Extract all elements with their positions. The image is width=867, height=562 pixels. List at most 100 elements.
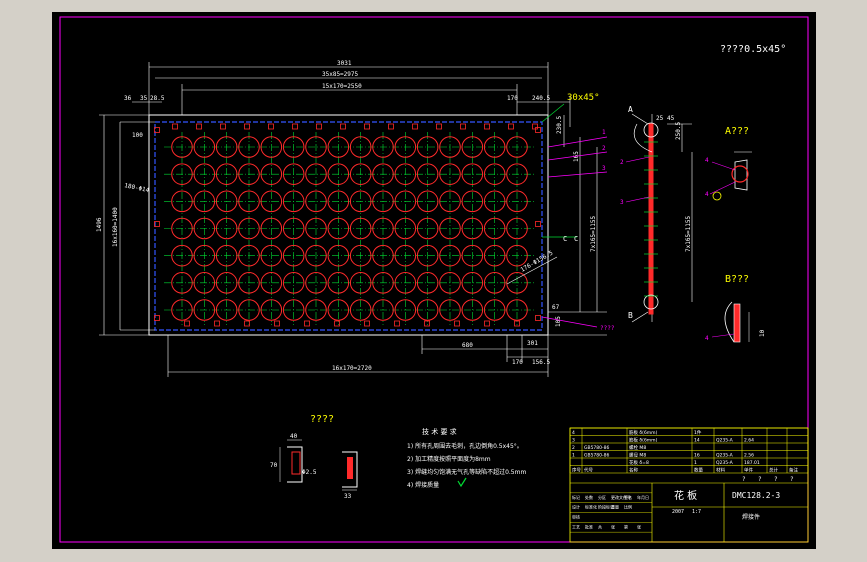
drawing-frame — [59, 16, 809, 543]
plate-hole — [215, 190, 238, 213]
plate-hole — [349, 244, 372, 267]
plate-hole — [483, 244, 506, 267]
plate-hole — [439, 163, 461, 185]
parts-cell: 筋板 δ(6mm) — [629, 437, 658, 444]
plate-hole — [282, 299, 305, 321]
top-dimensions — [132, 62, 571, 127]
detail-a[interactable]: A??? — [709, 126, 752, 201]
pad-square-top — [172, 123, 178, 130]
title-q-mark: ? — [742, 476, 746, 483]
plate-hole — [394, 272, 417, 294]
plate-hole — [327, 244, 350, 267]
plate-hole — [372, 244, 394, 267]
plate-hole — [327, 272, 350, 294]
plate-hole — [238, 244, 260, 267]
plate-hole — [461, 272, 484, 294]
pad-square-top — [196, 123, 202, 130]
side-dim-45: 45 — [667, 115, 675, 122]
plate-hole — [238, 217, 260, 240]
plate-hole — [238, 272, 260, 294]
plate-hole — [461, 136, 484, 158]
plate-hole — [416, 190, 439, 213]
section-dim-70: 70 — [270, 462, 278, 469]
left-dimensions — [99, 114, 155, 336]
plate-hole — [260, 272, 283, 294]
pad-square-top — [460, 123, 466, 130]
pad-square-top — [532, 123, 538, 130]
section-detail-title: ???? — [310, 414, 334, 425]
plate-hole — [238, 190, 260, 213]
pad-square-top — [364, 123, 370, 130]
plate-hole — [193, 136, 216, 158]
drawing-sheet[interactable]: ????0.5x45° — [52, 12, 816, 549]
balloon-leaders-right — [547, 136, 608, 178]
dim-top-pitch-85: 35x85=2975 — [322, 71, 359, 78]
plate-hole — [461, 217, 484, 240]
title-left-cell: 分区 — [598, 494, 606, 500]
parts-cell: 2.64 — [744, 438, 754, 444]
dim-top-28: 28.5 — [150, 95, 165, 102]
pad-square-top — [436, 123, 442, 130]
plate-hole — [416, 217, 439, 240]
plate-hole — [215, 136, 238, 158]
plate-hole — [171, 217, 193, 240]
plate-hole — [260, 299, 283, 321]
side-view-detail-a-arc — [633, 123, 653, 153]
plate-hole — [394, 244, 417, 267]
plate-outline — [148, 114, 549, 336]
balloon-2: 2 — [602, 145, 606, 152]
title-date: 2007 — [672, 509, 684, 515]
pad-square-edge — [535, 221, 541, 227]
hole-callout: 176-Φ156.5 — [520, 249, 555, 273]
parts-cell: 3 — [572, 438, 575, 444]
parts-cell: 4 — [572, 430, 575, 436]
plate-top-view[interactable] — [148, 114, 549, 336]
parts-cell: GB5780-86 — [584, 445, 610, 451]
plate-hole — [238, 163, 260, 185]
plate-hole — [506, 190, 528, 213]
parts-cell: Q235-A — [716, 438, 734, 444]
plate-hole — [461, 299, 484, 321]
section-marker-c: C — [563, 235, 567, 243]
plate-hole — [461, 190, 484, 213]
plate-hole — [372, 190, 394, 213]
detail-b-arc — [724, 301, 735, 343]
pad-square-top — [220, 123, 226, 130]
plate-hole — [305, 272, 327, 294]
dim-top-pitch-170: 15x170=2550 — [322, 83, 362, 90]
plate-hole — [282, 136, 305, 158]
section-detail[interactable]: ???? — [279, 414, 358, 491]
plate-hole — [171, 244, 193, 267]
plate-hole — [349, 190, 372, 213]
dim-bottom-2720: 16x170=2720 — [332, 365, 372, 372]
plate-hole — [171, 272, 193, 294]
title-left-cell: 阶段标记 — [598, 504, 614, 510]
section-dim-33: 33 — [344, 493, 352, 500]
plate-hole — [439, 299, 461, 321]
plate-hole — [282, 272, 305, 294]
drawing-canvas[interactable]: ????0.5x45° — [52, 12, 816, 549]
plate-hole — [394, 136, 417, 158]
title-left-cell: 比例 — [624, 504, 632, 510]
plate-hole — [282, 217, 305, 240]
plate-hole — [171, 136, 193, 158]
pad-square-bottom — [304, 320, 310, 327]
parts-header-cell: 单件 — [744, 467, 753, 474]
detail-a-balloon-1: 4 — [705, 157, 709, 164]
plate-hole — [215, 217, 238, 240]
parts-cell: 螺栓 M8 — [629, 444, 646, 451]
parts-cell: 螺母 M8 — [629, 452, 646, 459]
plate-hole — [439, 272, 461, 294]
technical-requirements: 技 术 要 求 1) 所有孔周围去毛刺，孔边倒角0.5x45°。 2) 加工精度… — [407, 427, 526, 489]
detail-b-block — [733, 303, 741, 343]
side-view[interactable] — [631, 113, 693, 323]
plate-hole — [305, 299, 327, 321]
parts-header-cell: 序号 — [572, 467, 581, 474]
plate-hole — [416, 299, 439, 321]
plate-hole — [372, 163, 394, 185]
chamfer-leader — [541, 103, 565, 123]
chamfer-callout: 30x45° — [567, 93, 600, 103]
title-left-cell: 处数 — [585, 494, 593, 500]
plate-hole — [171, 299, 193, 321]
detail-b[interactable]: B??? — [711, 274, 750, 343]
